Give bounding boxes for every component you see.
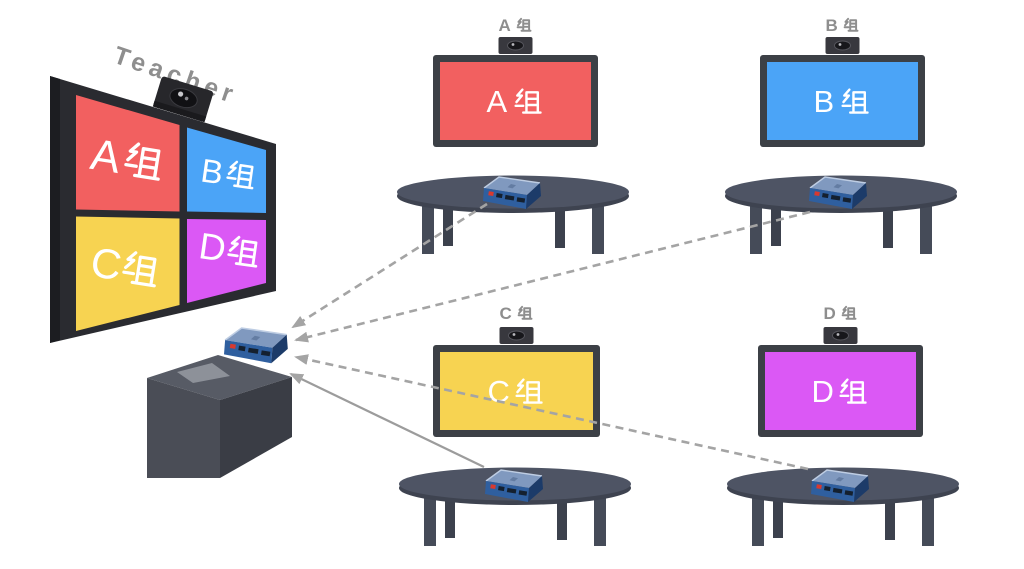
group-c-badge: C bbox=[500, 304, 532, 323]
connection-a-to-teacher bbox=[291, 202, 488, 329]
teacher-quadrant-d-label: D bbox=[196, 225, 260, 269]
zu-glyph bbox=[518, 306, 532, 319]
teacher-quadrant-b-label: B bbox=[199, 152, 256, 192]
group-a-screen-letter: A bbox=[487, 84, 508, 119]
teacher-camera-icon bbox=[152, 76, 214, 123]
group-c-camera-icon bbox=[499, 327, 534, 344]
teacher-quadrant-d bbox=[187, 219, 266, 303]
group-c-display: C bbox=[433, 345, 600, 437]
group-a-badge: A bbox=[499, 16, 531, 35]
group-d-display: D bbox=[758, 345, 923, 437]
group-a-section: A A bbox=[397, 16, 629, 254]
group-a-camera-icon bbox=[498, 37, 533, 54]
group-a-screen bbox=[440, 62, 591, 140]
group-c-screen bbox=[440, 352, 593, 430]
group-d-badge: D bbox=[824, 304, 856, 323]
quadrant-d-letter: D bbox=[196, 225, 228, 269]
quadrant-c-letter: C bbox=[88, 238, 125, 289]
group-b-camera-icon bbox=[825, 37, 860, 54]
group-d-camera-icon bbox=[823, 327, 858, 344]
group-b-screen bbox=[767, 62, 918, 140]
connection-lines bbox=[289, 202, 811, 471]
teacher-quadrant-c-label: C bbox=[88, 238, 160, 289]
teacher-display: A B C D bbox=[50, 76, 276, 343]
group-a-badge-letter: A bbox=[499, 16, 511, 35]
group-b-display: B bbox=[760, 55, 925, 147]
group-b-section: B B bbox=[725, 16, 957, 254]
teacher-section: Teacher A B C bbox=[50, 41, 292, 478]
teacher-podium bbox=[147, 355, 292, 478]
zu-glyph bbox=[842, 306, 856, 319]
group-d-screen bbox=[765, 352, 916, 430]
group-c-screen-letter: C bbox=[488, 374, 510, 409]
connection-b-to-teacher bbox=[294, 210, 811, 343]
teacher-display-bevel bbox=[50, 76, 60, 343]
group-c-badge-letter: C bbox=[500, 304, 512, 323]
teacher-quadrant-a bbox=[76, 95, 180, 212]
teacher-device bbox=[223, 327, 289, 364]
group-c-section: C C bbox=[399, 304, 631, 546]
connection-d-to-teacher bbox=[294, 354, 809, 471]
group-d-section: D D bbox=[727, 304, 959, 546]
teacher-quadrant-b bbox=[187, 127, 266, 213]
group-b-badge-letter: B bbox=[826, 16, 838, 35]
zu-glyph bbox=[517, 18, 531, 31]
zu-glyph bbox=[844, 18, 858, 31]
group-d-badge-letter: D bbox=[824, 304, 836, 323]
quadrant-b-letter: B bbox=[199, 152, 226, 192]
group-d-screen-letter: D bbox=[812, 374, 834, 409]
group-b-screen-letter: B bbox=[814, 84, 835, 119]
group-a-display: A bbox=[433, 55, 598, 147]
group-b-badge: B bbox=[826, 16, 858, 35]
connection-c-to-teacher bbox=[289, 373, 485, 468]
